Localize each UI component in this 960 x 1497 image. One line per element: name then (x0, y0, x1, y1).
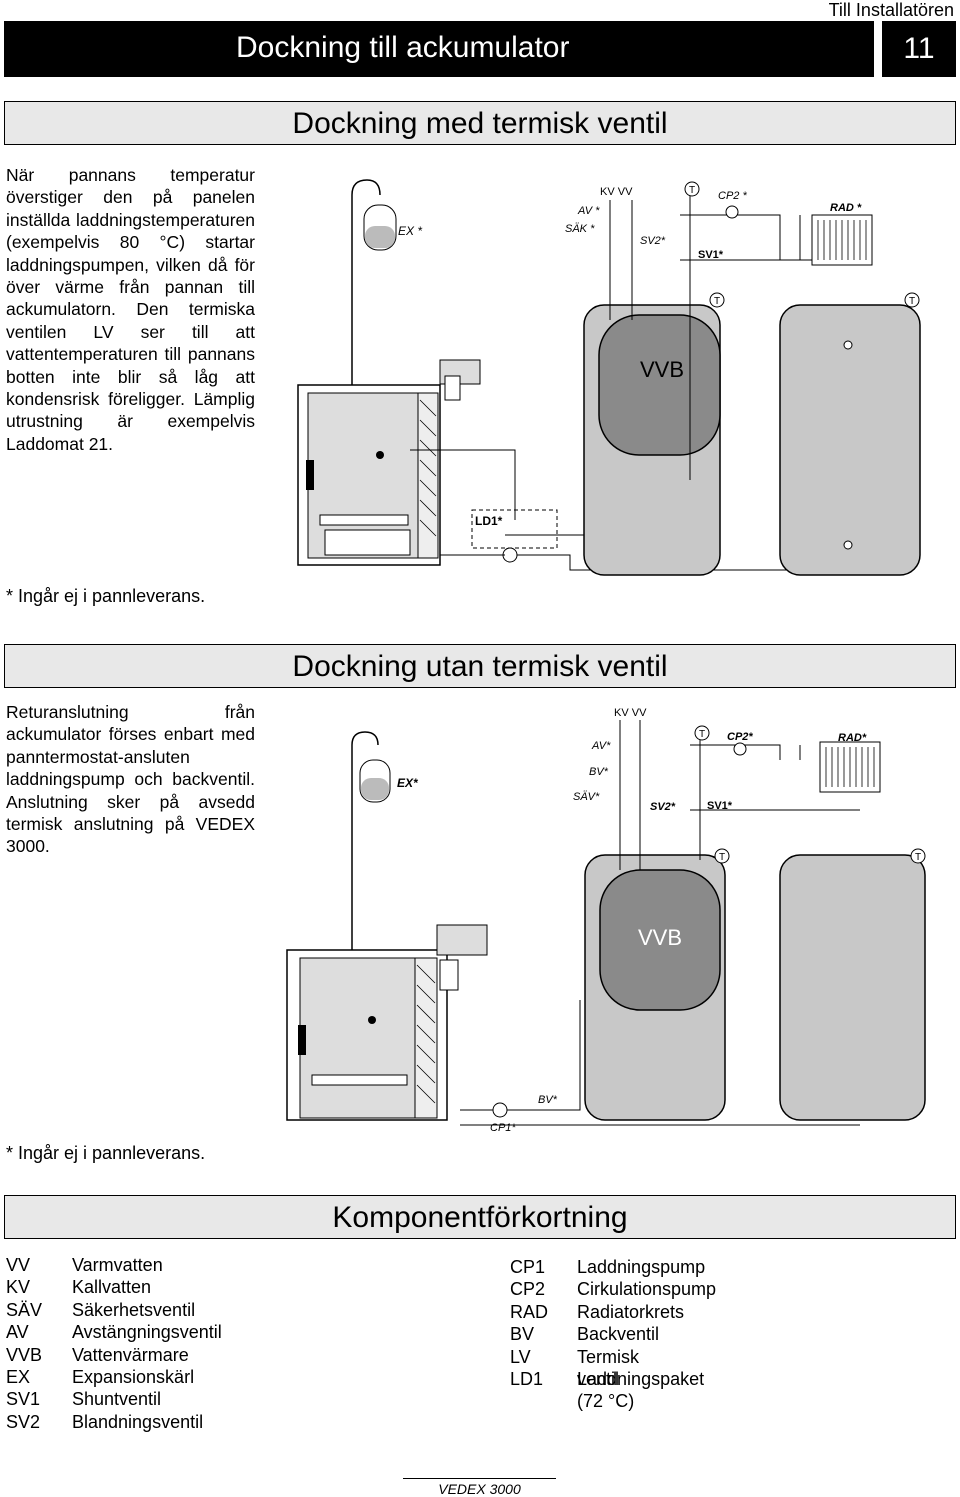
diagram-with-thermal-valve: EX * LD1* VVB KV VV AV * SÄK * SV2* CP2 … (297, 179, 921, 576)
abbr-desc: Kallvatten (72, 1277, 152, 1298)
abbr-code: BV (510, 1324, 535, 1345)
abbr-code: SV2 (6, 1411, 41, 1432)
label-rad-2: RAD* (838, 732, 867, 744)
label-cp1: CP1* (490, 1122, 516, 1134)
abbr-code: AV (6, 1322, 29, 1343)
page-title: Dockning till ackumulator (236, 31, 570, 64)
label-sv2-2: SV2* (650, 801, 676, 813)
abbr-desc: Vattenvärmare (72, 1344, 189, 1365)
label-ex-2: EX* (397, 776, 419, 790)
accumulator-tank-4 (779, 854, 926, 1121)
abbr-desc: Säkerhetsventil (72, 1299, 196, 1320)
thermometer-label-3: T (909, 296, 915, 307)
abbr-desc: Cirkulationspump (577, 1279, 717, 1300)
abbr-code: CP1 (510, 1257, 546, 1277)
water-heater-vvb-2 (599, 869, 721, 1011)
label-kv-vv: KV VV (600, 186, 633, 198)
label-rad: RAD * (830, 202, 862, 214)
label-sav-2: SÄV* (573, 791, 600, 803)
header-section-label: Till Installatören (828, 0, 954, 20)
label-vvb-2: VVB (638, 925, 682, 950)
diagram-without-thermal-valve: EX* CP1* BV* VVB KV VV AV* BV* SÄV* SV2*… (286, 707, 926, 1134)
section-title-2: Dockning utan termisk ventil (292, 650, 668, 683)
abbr-desc: Blandningsventil (72, 1411, 204, 1432)
boiler-2 (286, 924, 488, 1121)
abbr-desc: Termisk ventil (72 °C) (577, 1346, 639, 1412)
page-number: 11 (882, 21, 956, 77)
abbr-code: RAD (510, 1301, 549, 1322)
footer-product-name: VEDEX 3000 (438, 1481, 521, 1497)
abbr-desc: Laddningspaket (577, 1369, 705, 1389)
abbr-code: CP2 (510, 1279, 546, 1300)
abbr-code: SV1 (6, 1389, 41, 1410)
label-av-2: AV* (591, 740, 611, 752)
section2-note: * Ingår ej i pannleverans. (6, 1143, 206, 1163)
label-bv-2: BV* (589, 766, 609, 778)
abbr-desc: Avstängningsventil (72, 1322, 222, 1343)
section2-text: Returanslutning från ackumulator förses … (6, 702, 255, 857)
label-vvb: VVB (640, 357, 684, 382)
label-ex: EX * (398, 224, 422, 238)
label-sv2: SV2* (640, 235, 666, 247)
label-bv-bottom: BV* (538, 1094, 558, 1106)
label-sv1-2: SV1* (707, 800, 733, 812)
abbr-code: SÄV (6, 1299, 43, 1320)
abbr-code: LD1 (510, 1369, 544, 1389)
section-header-3: Komponentförkortning (4, 1195, 956, 1239)
abbr-code: LV (510, 1346, 531, 1367)
label-sak: SÄK * (565, 223, 595, 235)
label-kv-vv-2: KV VV (614, 707, 647, 719)
section1-text: När pannans temperatur överstiger den på… (6, 165, 255, 454)
abbr-desc: Radiatorkrets (577, 1301, 685, 1322)
abbr-desc: Backventil (577, 1324, 660, 1345)
abbr-code: EX (6, 1367, 31, 1387)
label-cp2-2: CP2* (727, 731, 753, 743)
abbr-desc: Expansionskärl (72, 1367, 195, 1387)
section1-note: * Ingår ej i pannleverans. (6, 586, 206, 606)
title-bar: Dockning till ackumulator (4, 21, 874, 77)
abbreviation-list-left: VV Varmvatten KV Kallvatten SÄV Säkerhetsve… (6, 1254, 306, 1434)
label-ld1: LD1* (475, 514, 503, 528)
expansion-vessel-2 (351, 731, 391, 1010)
section-header-1: Dockning med termisk ventil (4, 101, 956, 145)
thermometer-label-6: T (915, 852, 921, 863)
abbr-desc: Laddningspump (577, 1257, 706, 1277)
footer-rule (403, 1478, 556, 1479)
abbr-desc: Varmvatten (72, 1255, 163, 1275)
water-heater-vvb (598, 314, 721, 456)
abbr-code: VV (6, 1255, 31, 1275)
boiler (297, 359, 481, 566)
thermometer-label-2: T (714, 296, 720, 307)
label-sv1: SV1* (698, 249, 724, 261)
abbr-code: KV (6, 1277, 31, 1298)
expansion-vessel (351, 179, 397, 490)
thermometer-label-5: T (719, 852, 725, 863)
accumulator-tank-2 (779, 304, 921, 576)
section-title-3: Komponentförkortning (332, 1201, 628, 1234)
thermometer-label-4: T (699, 729, 705, 740)
abbr-code: VVB (6, 1344, 43, 1365)
abbreviation-list-right: CP1 Laddningspump CP2 Cirkulationspump RAD… (510, 1256, 810, 1411)
label-av: AV * (577, 205, 600, 217)
section-header-2: Dockning utan termisk ventil (4, 644, 956, 688)
label-cp2: CP2 * (718, 190, 747, 202)
abbr-desc: Shuntventil (72, 1389, 162, 1410)
section-title-1: Dockning med termisk ventil (292, 107, 668, 140)
thermometer-label-1: T (689, 185, 695, 196)
